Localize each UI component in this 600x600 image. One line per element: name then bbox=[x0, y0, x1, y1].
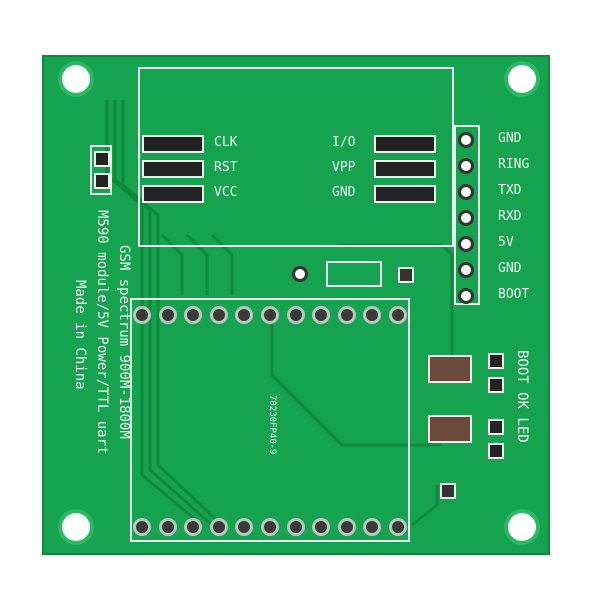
mount-hole bbox=[508, 65, 536, 93]
board-title-text: GSM spectrum 900M-1800M bbox=[116, 245, 132, 439]
module-pin bbox=[209, 518, 228, 536]
module-pin bbox=[235, 518, 254, 536]
resistor bbox=[428, 415, 472, 443]
module-pin bbox=[235, 306, 254, 324]
board-description-text: M590 module/5V Power/TTL uart bbox=[94, 210, 110, 455]
module-pin bbox=[133, 518, 151, 536]
via-pad bbox=[292, 266, 308, 282]
module-pin bbox=[158, 518, 177, 536]
module-pin bbox=[261, 306, 279, 324]
card-pad bbox=[374, 135, 436, 153]
header-pin bbox=[458, 262, 474, 278]
header-pin bbox=[458, 158, 474, 174]
led-label: BOOT OK LED bbox=[514, 350, 530, 443]
copper-traces bbox=[105, 100, 454, 527]
card-pad bbox=[142, 160, 204, 178]
pin-label: TXD bbox=[498, 183, 522, 198]
smd-pad bbox=[488, 353, 504, 369]
module-pin bbox=[312, 306, 331, 324]
module-pin bbox=[133, 306, 151, 324]
header-pin bbox=[458, 210, 474, 226]
component-outline bbox=[90, 145, 112, 195]
smd-pad bbox=[488, 443, 504, 459]
mount-hole bbox=[508, 513, 536, 541]
module-pin bbox=[184, 306, 203, 324]
module-pin bbox=[312, 518, 331, 536]
module-pin bbox=[363, 518, 382, 536]
pcb-board: CLK RST VCC I/O VPP GND GND RING TXD RXD… bbox=[42, 55, 550, 555]
header-pin bbox=[458, 132, 474, 148]
made-in-text: Made in China bbox=[72, 280, 88, 390]
card-pad bbox=[142, 135, 204, 153]
module-pin bbox=[209, 306, 228, 324]
smd-pad bbox=[488, 419, 504, 435]
component-outline bbox=[326, 261, 382, 287]
resistor bbox=[428, 355, 472, 383]
pad-label-clk: CLK bbox=[214, 135, 238, 150]
sim-card-outline bbox=[138, 67, 454, 247]
card-pad bbox=[374, 185, 436, 203]
pin-label: RING bbox=[498, 157, 530, 172]
module-pin bbox=[389, 518, 407, 536]
smd-pad bbox=[488, 377, 504, 393]
header-outline bbox=[454, 125, 480, 305]
pin-label: GND bbox=[498, 131, 522, 146]
mount-hole bbox=[62, 65, 90, 93]
module-pin bbox=[389, 306, 407, 324]
module-code: 70230FP40-9 bbox=[267, 395, 277, 455]
smd-pad bbox=[94, 151, 110, 167]
card-pad bbox=[142, 185, 204, 203]
pin-label: GND bbox=[498, 261, 522, 276]
module-pin bbox=[286, 518, 305, 536]
pad-label-gnd: GND bbox=[332, 185, 356, 200]
smd-pad bbox=[398, 267, 414, 283]
header-pin bbox=[458, 236, 474, 252]
header-pin bbox=[458, 288, 474, 304]
pad-label-vpp: VPP bbox=[332, 160, 356, 175]
module-pin bbox=[337, 518, 356, 536]
header-pin bbox=[458, 184, 474, 200]
smd-pad bbox=[94, 173, 110, 189]
pad-label-vcc: VCC bbox=[214, 185, 238, 200]
pad-label-io: I/O bbox=[332, 135, 356, 150]
card-pad bbox=[374, 160, 436, 178]
pad-label-rst: RST bbox=[214, 160, 238, 175]
gsm-module-outline bbox=[130, 298, 410, 542]
module-pin bbox=[363, 306, 382, 324]
mount-hole bbox=[62, 513, 90, 541]
module-pin bbox=[337, 306, 356, 324]
pin-label: 5V bbox=[498, 235, 514, 250]
module-pin bbox=[286, 306, 305, 324]
module-pin bbox=[184, 518, 203, 536]
pin-label: RXD bbox=[498, 209, 522, 224]
pin-label: BOOT bbox=[498, 287, 530, 302]
smd-pad bbox=[440, 483, 456, 499]
module-pin bbox=[158, 306, 177, 324]
module-pin bbox=[261, 518, 279, 536]
